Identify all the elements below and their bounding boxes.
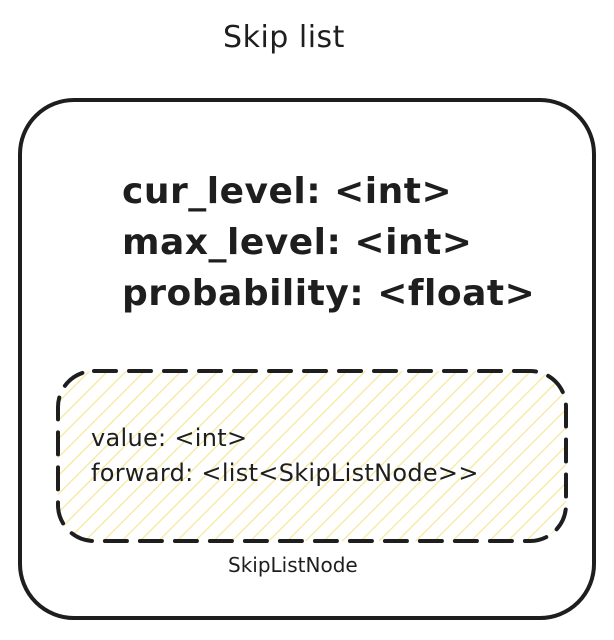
skip-list-node-label: SkipListNode (228, 553, 358, 577)
skip-list-node-fields: value: <int> forward: <list<SkipListNode… (91, 421, 479, 491)
field-probability: probability: <float> (122, 273, 536, 314)
node-field-value: value: <int> (91, 424, 248, 452)
diagram-title: Skip list (223, 20, 345, 55)
field-cur-level: cur_level: <int> (122, 171, 453, 212)
skip-list-node-container (56, 369, 568, 543)
skip-list-container (18, 98, 596, 620)
node-field-forward: forward: <list<SkipListNode>> (91, 459, 479, 487)
skip-list-node-hatch (58, 371, 566, 541)
field-max-level: max_level: <int> (122, 222, 473, 263)
skip-list-fields: cur_level: <int> max_level: <int> probab… (122, 166, 535, 319)
